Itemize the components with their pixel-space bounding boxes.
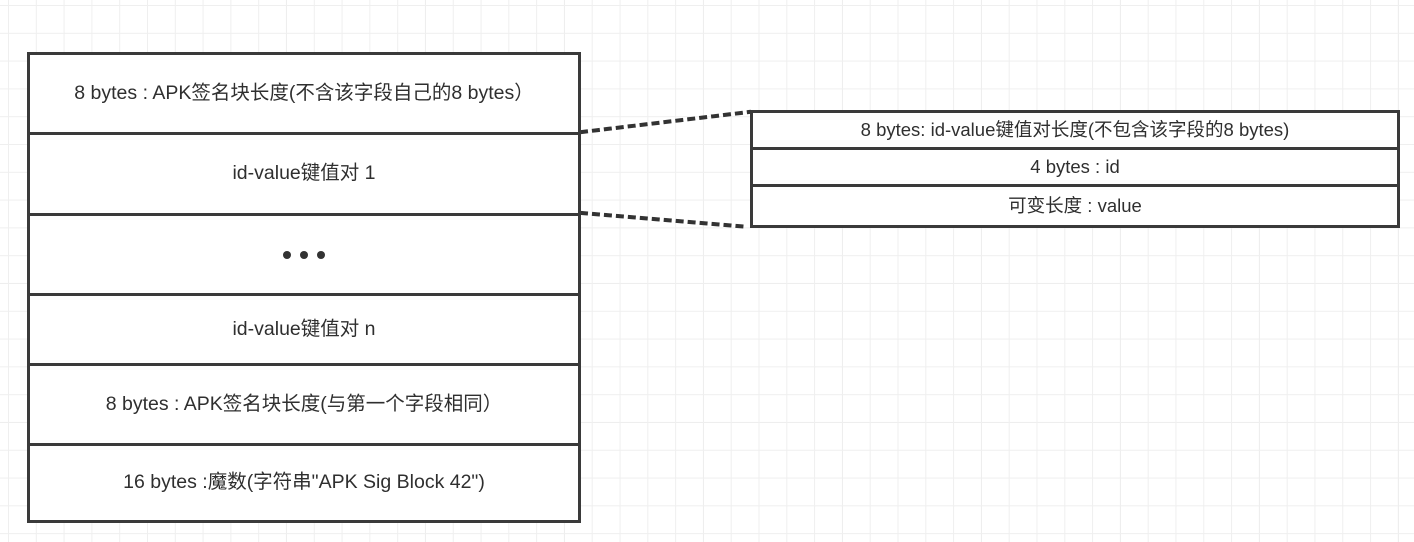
row-block-size-head-label: 8 bytes : APK签名块长度(不含该字段自己的8 bytes） xyxy=(74,81,534,104)
row-pair-id: 4 bytes : id xyxy=(753,150,1397,188)
id-value-pair-detail-diagram: 8 bytes: id-value键值对长度(不包含该字段的8 bytes) 4… xyxy=(750,110,1400,228)
row-pair-value-label: 可变长度 : value xyxy=(1008,194,1142,216)
connector-top-line xyxy=(579,109,752,135)
row-id-value-pair-n: id-value键值对 n xyxy=(30,296,578,366)
ellipsis-icon xyxy=(283,250,325,259)
row-magic-label: 16 bytes :魔数(字符串"APK Sig Block 42") xyxy=(123,471,485,494)
row-pair-value: 可变长度 : value xyxy=(753,187,1397,226)
row-block-size-tail: 8 bytes : APK签名块长度(与第一个字段相同） xyxy=(30,366,578,446)
row-id-value-pair-n-label: id-value键值对 n xyxy=(232,317,376,340)
row-pair-length-label: 8 bytes: id-value键值对长度(不包含该字段的8 bytes) xyxy=(860,118,1290,140)
row-id-value-pair-1-label: id-value键值对 1 xyxy=(232,162,376,185)
row-id-value-pair-1: id-value键值对 1 xyxy=(30,135,578,216)
row-block-size-tail-label: 8 bytes : APK签名块长度(与第一个字段相同） xyxy=(105,392,503,415)
row-pair-length: 8 bytes: id-value键值对长度(不包含该字段的8 bytes) xyxy=(753,113,1397,151)
apk-signing-block-diagram: 8 bytes : APK签名块长度(不含该字段自己的8 bytes） id-v… xyxy=(27,52,581,523)
row-pair-id-label: 4 bytes : id xyxy=(1030,155,1120,177)
row-magic: 16 bytes :魔数(字符串"APK Sig Block 42") xyxy=(30,446,578,520)
row-block-size-head: 8 bytes : APK签名块长度(不含该字段自己的8 bytes） xyxy=(30,55,578,135)
connector-bottom-line xyxy=(579,210,752,230)
row-ellipsis xyxy=(30,216,578,296)
